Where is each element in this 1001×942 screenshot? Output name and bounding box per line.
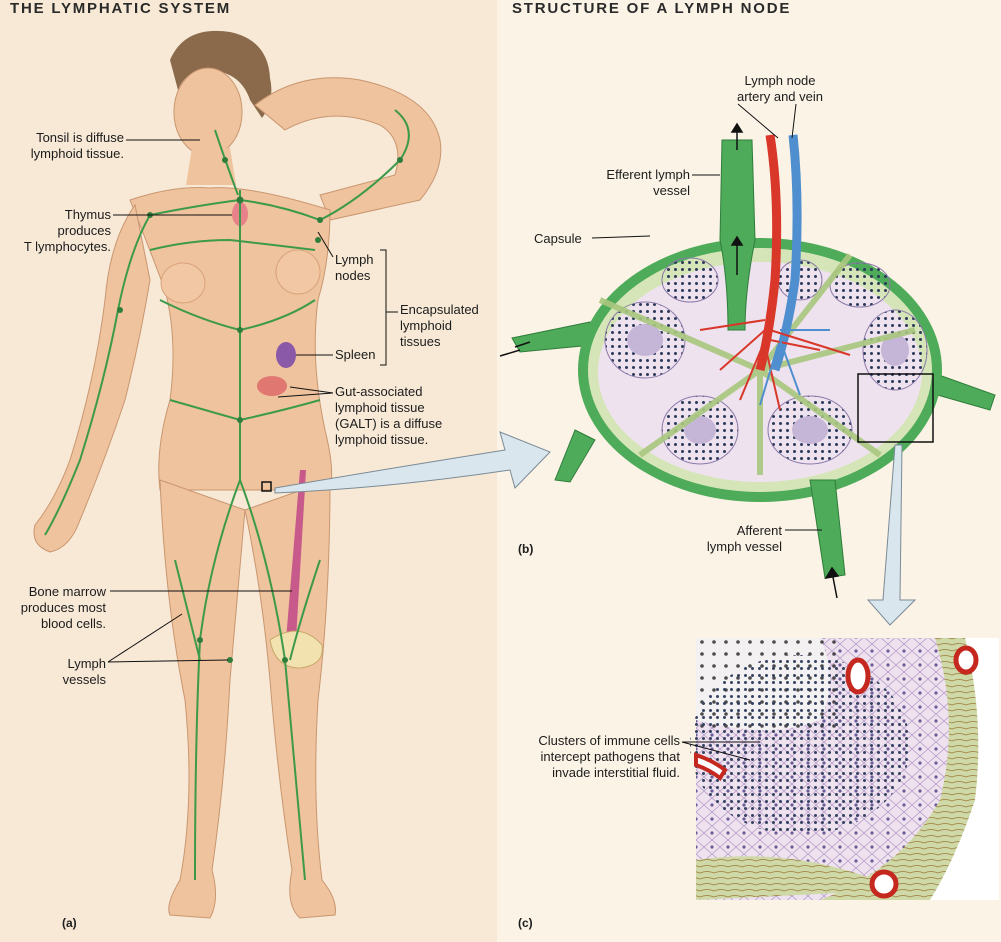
label-galt: Gut-associated lymphoid tissue (GALT) is…: [335, 384, 443, 447]
magnified-tissue: [690, 638, 999, 900]
panel-id-c: (c): [518, 916, 533, 930]
label-afferent: Afferent lymph vessel: [706, 523, 782, 554]
label-encapsulated: Encapsulated lymphoid tissues: [400, 302, 479, 349]
label-efferent: Efferent lymph vessel: [606, 167, 690, 198]
label-spleen: Spleen: [335, 347, 376, 362]
left-title: THE LYMPHATIC SYSTEM: [10, 0, 232, 17]
label-clusters: Clusters of immune cells intercept patho…: [538, 733, 680, 780]
label-thymus: Thymus produces T lymphocytes.: [23, 207, 111, 254]
panel-id-a: (a): [62, 916, 77, 930]
right-title: STRUCTURE OF A LYMPH NODE: [512, 0, 792, 17]
label-capsule: Capsule: [534, 231, 582, 246]
label-node-artery-vein: Lymph node artery and vein: [737, 73, 823, 104]
label-tonsil: Tonsil is diffuse lymphoid tissue.: [30, 130, 124, 161]
lymph-node-dots: [117, 157, 403, 663]
label-lymph-nodes: Lymph nodes: [335, 252, 374, 283]
label-bone-marrow: Bone marrow produces most blood cells.: [20, 584, 106, 631]
panel-id-b: (b): [518, 542, 534, 556]
callout-arrow: [274, 431, 551, 494]
lymph-node-diagram: [499, 122, 996, 599]
magnify-arrow: [866, 444, 917, 626]
leader-lines: [107, 103, 822, 761]
label-lymph-vessels: Lymph vessels: [62, 656, 106, 687]
